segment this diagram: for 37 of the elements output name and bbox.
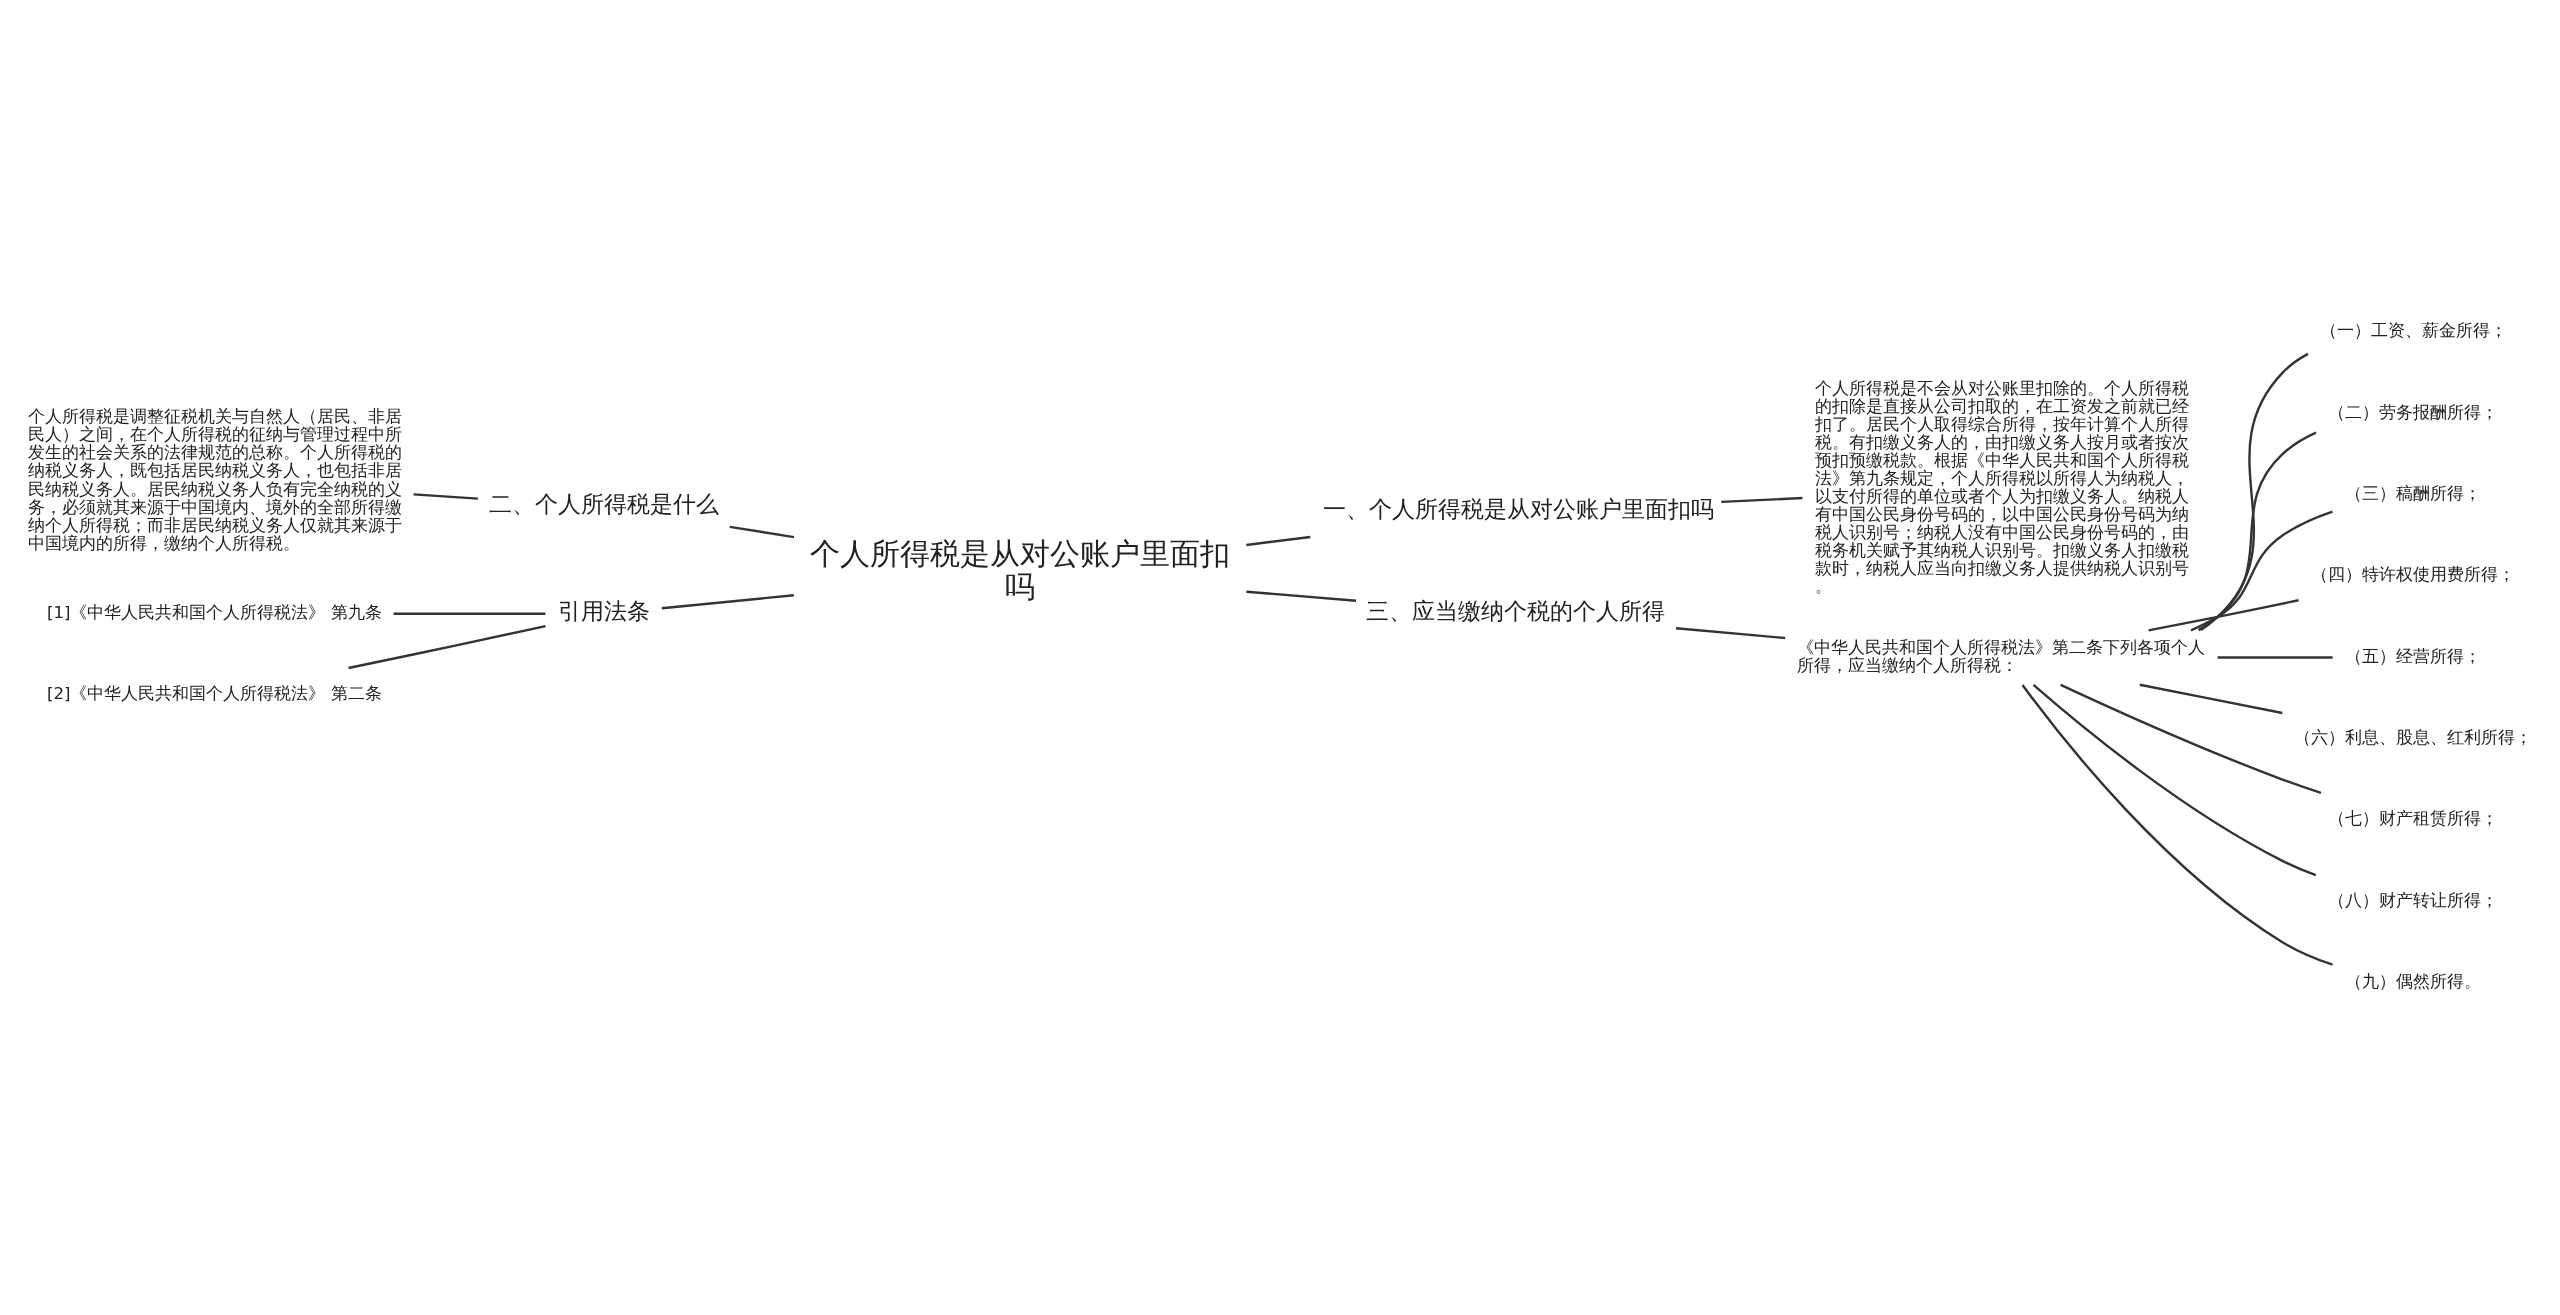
connector: [348, 624, 546, 670]
connector: [1246, 535, 1311, 547]
connector: [2032, 684, 2317, 877]
node-text: 一、个人所得税是从对公账户里面扣吗: [1322, 495, 1714, 522]
connector: [2060, 683, 2322, 795]
connector: [661, 594, 794, 610]
connector: [1246, 590, 1357, 602]
node-text: （五）经营所得；: [2345, 646, 2482, 666]
node-text: （一）工资、薪金所得；: [2319, 321, 2507, 341]
node-text: （二）劳务报酬所得；: [2328, 402, 2499, 422]
connector: [2200, 352, 2309, 632]
connector: [2148, 599, 2299, 632]
node-text: 引用法条: [557, 598, 650, 625]
node-text: （三）稿酬所得；: [2345, 484, 2482, 504]
connector: [2021, 684, 2333, 966]
connector: [1721, 496, 1803, 504]
connector: [2197, 431, 2317, 632]
connector: [2190, 510, 2333, 632]
connector: [729, 525, 795, 539]
node-text: （七）财产租赁所得；: [2328, 809, 2499, 829]
connector: [2139, 683, 2283, 715]
node-text: [1]《中华人民共和国个人所得税法》 第九条: [46, 603, 382, 623]
node-text: [2]《中华人民共和国个人所得税法》 第二条: [46, 684, 382, 704]
node-text: 三、应当缴纳个税的个人所得: [1366, 598, 1666, 625]
connector: [393, 612, 546, 616]
node-text: （六）利息、股息、红利所得；: [2294, 728, 2533, 748]
node-text: 个人所得税是不会从对公账里扣除的。个人所得税的扣除是直接从公司扣取的，在工资发之前就已经扣了。居民个人取得综合所得，按年计算个人所得税。有扣缴义务人的，由扣缴义务人按月或者按次预扣预缴税款。根据《中华人民共和国个人所得税法》第九条规定，个人所得税以所得人为纳税人，以支付所得的单位或者个人为扣缴义务人。纳税人有中国公民身份号码的，以中国公民身份号码为纳税人识别号；纳税人没有中国公民身份号码的，由税务机关赋予其纳税人识别号。扣缴义务人扣缴税款时，纳税人应当向扣缴义务人提供纳税人识别号。: [1814, 378, 2189, 597]
node-text: 二、个人所得税是什么: [488, 491, 719, 518]
node-text: （九）偶然所得。: [2345, 972, 2482, 992]
connector: [413, 493, 478, 500]
node-text: （八）财产转让所得；: [2328, 890, 2499, 910]
connector: [1675, 627, 1786, 640]
node-text: 个人所得税是从对公账户里面扣吗: [810, 536, 1231, 605]
connector: [2217, 656, 2333, 659]
node-text: （四）特许权使用费所得；: [2311, 565, 2516, 585]
node-text: 个人所得税是调整征税机关与自然人（居民、非居民人）之间，在个人所得税的征纳与管理过程中所发生的社会关系的法律规范的总称。个人所得税的纳税义务人，既包括居民纳税义务人，也包括非居民纳税义务人。居民纳税义务人负有完全纳税的义务，必须就其来源于中国境内、境外的全部所得缴纳个人所得税；而非居民纳税义务人仅就其来源于中国境内的所得，缴纳个人所得税。: [27, 407, 402, 553]
node-text: 《中华人民共和国个人所得税法》第二条下列各项个人所得，应当缴纳个人所得税：: [1797, 637, 2206, 675]
